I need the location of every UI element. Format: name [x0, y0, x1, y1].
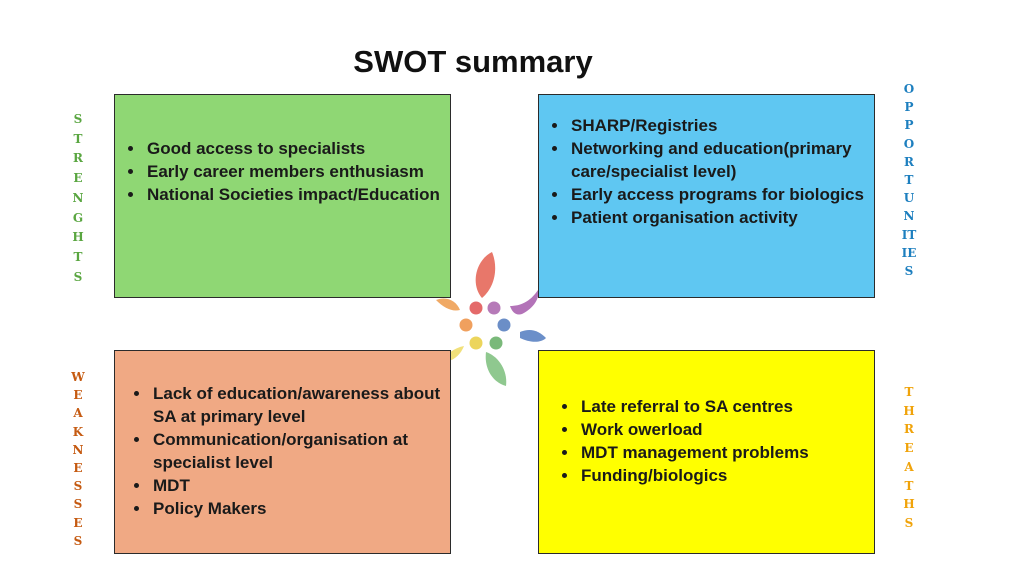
strengths-side-label: STRENGHTS	[72, 112, 84, 284]
list-item: SHARP/Registries	[569, 114, 874, 137]
opportunities-side-label: OPPORTUNITIES	[901, 82, 917, 279]
list-item: MDT management problems	[579, 441, 874, 464]
opportunities-box: SHARP/Registries Networking and educatio…	[538, 94, 875, 298]
list-item: Lack of education/awareness about SA at …	[151, 382, 450, 428]
list-item: National Societies impact/Education	[145, 183, 450, 206]
threats-list: Late referral to SA centres Work owerloa…	[539, 395, 874, 487]
list-item: Early career members enthusiasm	[145, 160, 450, 183]
list-item: Funding/biologics	[579, 464, 874, 487]
list-item: Good access to specialists	[145, 137, 450, 160]
list-item: Work owerload	[579, 418, 874, 441]
list-item: MDT	[151, 474, 450, 497]
threats-side-label: THREATHS	[903, 385, 915, 530]
strengths-box: Good access to specialists Early career …	[114, 94, 451, 298]
list-item: Patient organisation activity	[569, 206, 874, 229]
list-item: Communication/organisation at specialist…	[151, 428, 450, 474]
page-title: SWOT summary	[353, 44, 593, 79]
list-item: Early access programs for biologics	[569, 183, 874, 206]
list-item: Policy Makers	[151, 497, 450, 520]
weaknesses-box: Lack of education/awareness about SA at …	[114, 350, 451, 554]
list-item: Networking and education(primary care/sp…	[569, 137, 874, 183]
weaknesses-list: Lack of education/awareness about SA at …	[115, 382, 450, 520]
strengths-list: Good access to specialists Early career …	[115, 137, 450, 206]
weaknesses-side-label: WEAKNESSES	[71, 370, 85, 548]
threats-box: Late referral to SA centres Work owerloa…	[538, 350, 875, 554]
opportunities-list: SHARP/Registries Networking and educatio…	[539, 114, 874, 229]
list-item: Late referral to SA centres	[579, 395, 874, 418]
